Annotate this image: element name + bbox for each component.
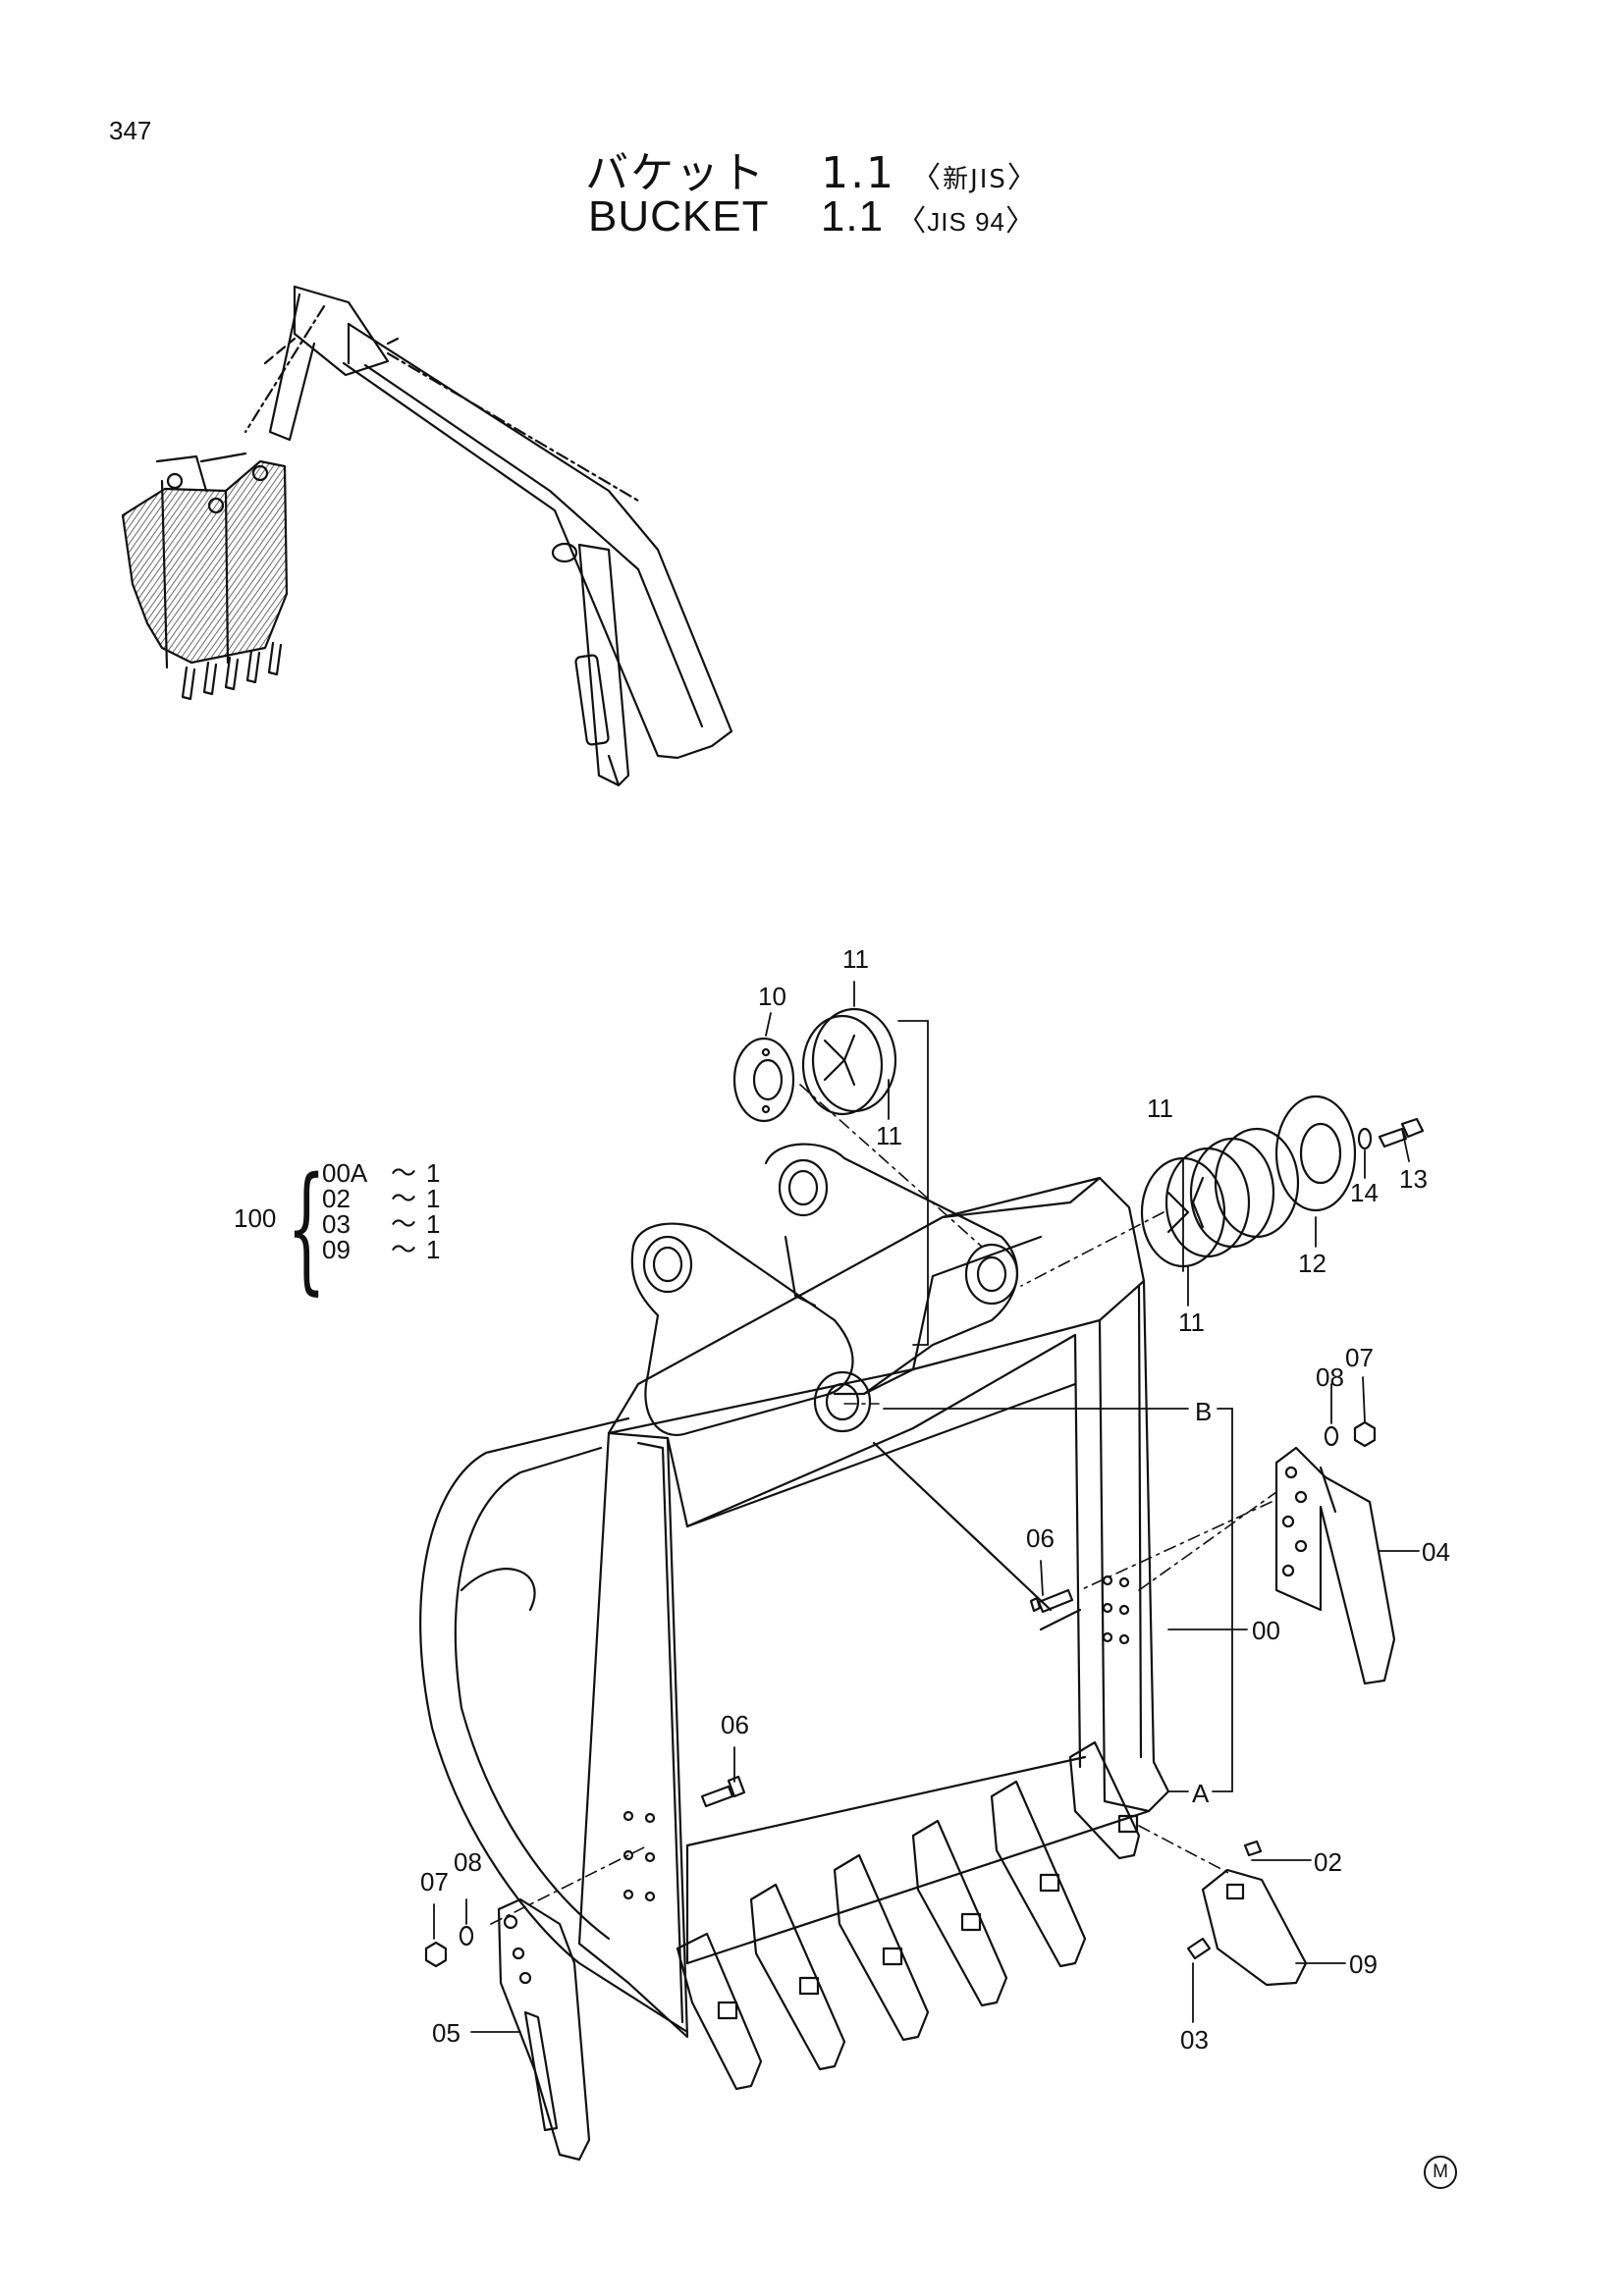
title-en-size: 1.1	[820, 192, 885, 240]
title-english: BUCKET 1.1 〈JIS 94〉	[0, 192, 1624, 241]
callout-02: 02	[1314, 1847, 1342, 1877]
kit-row: 00A〜1	[322, 1158, 441, 1188]
part-04-side-cutter-right	[1274, 1446, 1396, 1685]
bucket-bosses	[642, 1158, 1019, 1433]
callout-12: 12	[1298, 1249, 1326, 1278]
callout-05: 05	[432, 2018, 460, 2048]
part-05-side-cutter-left	[497, 1897, 591, 2162]
bracket-open: 〈	[911, 161, 944, 195]
callout-11: 11	[842, 944, 869, 974]
tooth-pins	[717, 1814, 1139, 2020]
callout-00: 00	[1252, 1616, 1280, 1645]
kit-row: 03〜1	[322, 1209, 441, 1239]
bucket-teeth	[676, 1740, 1141, 2091]
callout-13: 13	[1399, 1164, 1428, 1194]
kit-row: 02〜1	[322, 1184, 441, 1213]
callout-11: 11	[876, 1121, 902, 1150]
side-bolt-holes	[623, 1575, 1130, 1902]
kit-row: 09〜1	[322, 1235, 441, 1264]
part-07-nut-right	[1353, 1420, 1377, 1448]
bucket-body	[419, 1143, 1170, 2039]
part-08-washer-left	[459, 1925, 474, 1947]
callout-04: 04	[1422, 1537, 1450, 1567]
part-10-washer	[732, 1037, 795, 1123]
overview-bucket-teeth	[181, 641, 283, 701]
part-11-shim-stack	[1140, 1127, 1300, 1268]
callout-06: 06	[721, 1710, 749, 1739]
callout-06: 06	[1026, 1523, 1055, 1553]
part-07-nut-left	[424, 1941, 448, 1968]
kit-rows: 00A〜1 02〜1 03〜1 09〜1	[322, 1160, 456, 1262]
m-mark-symbol: M	[1424, 2156, 1457, 2189]
part-06-bolt-right	[1029, 1588, 1074, 1614]
page-number: 347	[109, 116, 152, 145]
callout-03: 03	[1180, 2025, 1209, 2055]
part-14-washer	[1357, 1127, 1373, 1150]
excavator-arm-overview	[121, 285, 733, 787]
part-12-plate	[1274, 1095, 1357, 1212]
leader-lines	[433, 981, 1420, 2033]
kit-brace: {	[287, 1148, 327, 1308]
title-en-standard: JIS 94	[927, 207, 1006, 237]
part-06-bolt-left	[700, 1775, 746, 1808]
bracket-close: 〉	[1005, 205, 1037, 238]
callout-14: 14	[1350, 1178, 1379, 1207]
bracket-close: 〉	[1006, 161, 1039, 195]
callout-07: 07	[1345, 1343, 1374, 1372]
dash-dot-lines	[490, 1084, 1277, 1925]
part-13-bolt	[1378, 1117, 1425, 1148]
callout-09: 09	[1349, 1949, 1378, 1979]
title-ja-name: バケット	[585, 148, 767, 198]
reference-a: A	[1192, 1779, 1210, 1808]
title-ja-standard: 新JIS	[943, 165, 1007, 194]
title-japanese: バケット 1.1 〈新JIS〉	[0, 137, 1624, 200]
callout-11: 11	[1178, 1308, 1205, 1337]
callout-08: 08	[454, 1847, 482, 1877]
kit-number: 100	[234, 1203, 277, 1233]
part-08-washer-right	[1324, 1425, 1339, 1447]
title-ja-size: 1.1	[821, 148, 896, 198]
part-09-tooth-exploded	[1201, 1868, 1308, 1987]
bracket-open: 〈	[896, 205, 928, 238]
callout-10: 10	[758, 982, 786, 1011]
callout-07: 07	[420, 1867, 449, 1896]
part-11-shim-upper	[801, 1007, 897, 1116]
title-en-name: BUCKET	[587, 192, 769, 240]
part-03-pin	[1186, 1937, 1212, 1960]
callout-11: 11	[1147, 1094, 1173, 1123]
callout-08: 08	[1316, 1362, 1344, 1392]
part-02-pin	[1243, 1840, 1263, 1857]
reference-b: B	[1195, 1397, 1213, 1426]
